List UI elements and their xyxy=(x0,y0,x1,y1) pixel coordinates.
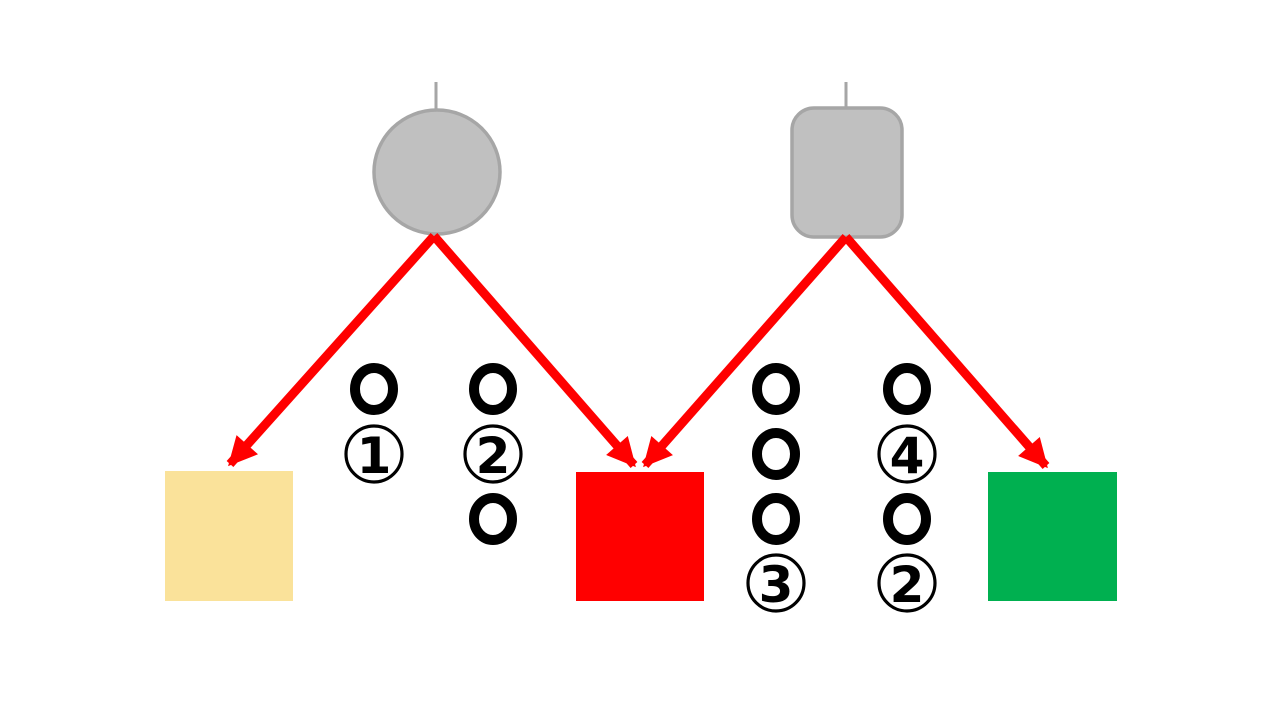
rounded-balloon xyxy=(790,106,904,239)
circled-number-ring xyxy=(746,553,806,613)
tally-circle xyxy=(469,363,517,415)
circled-number-1: 1 xyxy=(357,427,392,485)
circled-number-4: 4 xyxy=(890,427,925,485)
circled-number-3: 3 xyxy=(759,556,794,614)
tally-circle xyxy=(350,363,398,415)
tally-circle xyxy=(883,363,931,415)
circle-balloon xyxy=(372,108,502,236)
yellow-square xyxy=(165,471,293,601)
counter-column-2: 2 xyxy=(463,363,523,545)
arrow-rounded-to-green xyxy=(842,234,1050,469)
green-square xyxy=(988,472,1117,601)
circled-number-2b: 2 xyxy=(890,556,925,614)
red-square xyxy=(576,472,704,601)
circled-number-2: 2 xyxy=(476,427,511,485)
tally-circle xyxy=(883,493,931,545)
circled-number-ring xyxy=(344,424,404,484)
counter-column-3: 3 xyxy=(746,363,806,614)
circled-number-ring xyxy=(463,424,523,484)
arrow-rounded-to-red xyxy=(641,234,850,468)
circled-number-ring xyxy=(877,553,937,613)
tally-circle xyxy=(469,493,517,545)
tally-circle xyxy=(752,428,800,480)
tally-circle xyxy=(752,363,800,415)
circled-number-ring xyxy=(877,424,937,484)
arrow-circle-to-red xyxy=(430,233,638,468)
arrow-circle-to-yellow xyxy=(226,232,438,468)
counter-column-4: 4 2 xyxy=(877,363,937,614)
tally-circle xyxy=(752,493,800,545)
counter-column-1: 1 xyxy=(344,363,404,485)
